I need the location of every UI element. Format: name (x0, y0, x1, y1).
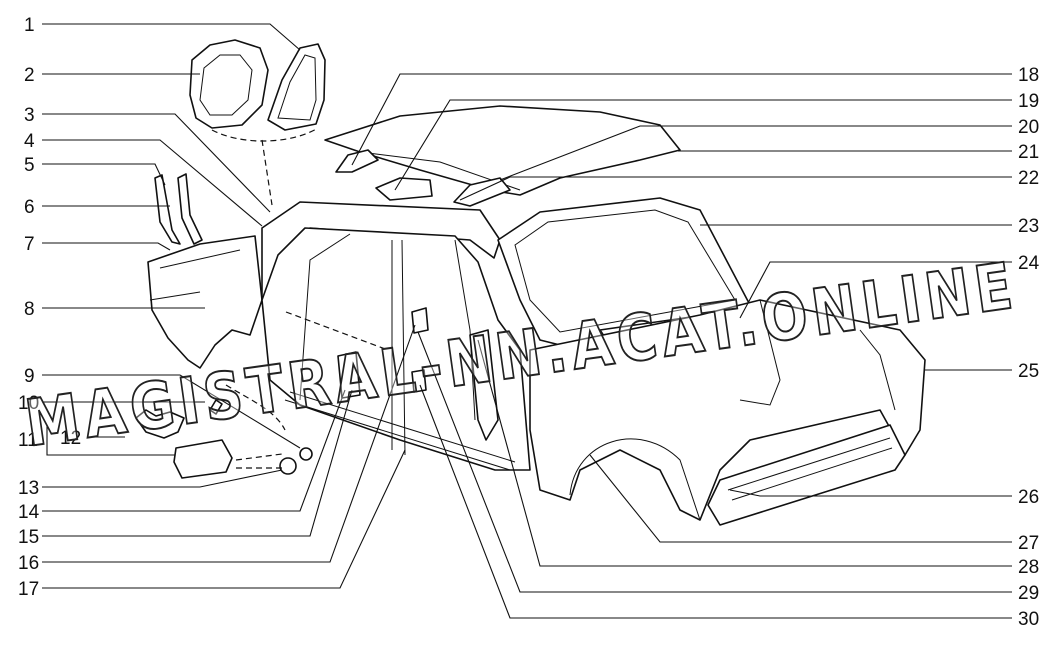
callout-23: 23 (1018, 216, 1039, 237)
callout-3: 3 (24, 105, 35, 126)
callout-11: 11 (18, 430, 38, 451)
callout-numbers-left: 1 2 3 4 5 6 7 8 9 10 11 12 13 14 15 16 1… (18, 15, 81, 600)
callout-16: 16 (18, 553, 39, 574)
callout-28: 28 (1018, 557, 1039, 578)
roof-panel (324, 105, 681, 196)
callout-24: 24 (1018, 253, 1040, 274)
bolt (299, 447, 313, 461)
callout-18: 18 (1018, 65, 1039, 86)
jack-support (173, 439, 233, 479)
callout-2: 2 (24, 65, 35, 86)
bracket (135, 409, 185, 439)
window-seal-outer (267, 43, 326, 131)
callout-6: 6 (24, 197, 35, 218)
callout-15: 15 (18, 527, 39, 548)
pillar-seal-b (177, 173, 203, 245)
roof-bow-front (335, 149, 379, 173)
callout-1: 1 (24, 15, 35, 36)
latch-plate (411, 307, 429, 334)
callout-12: 12 (60, 428, 81, 449)
callout-29: 29 (1018, 583, 1039, 604)
callout-7: 7 (24, 234, 35, 255)
callout-5: 5 (24, 155, 35, 176)
callout-4: 4 (24, 131, 35, 152)
b-pillar-reinforcement (469, 329, 499, 441)
roof-bow-middle (375, 177, 433, 201)
callout-10: 10 (18, 393, 39, 414)
front-fender-left (147, 235, 263, 369)
callout-19: 19 (1018, 91, 1039, 112)
callout-9: 9 (24, 366, 35, 387)
window-seal-inner (189, 39, 269, 129)
callout-25: 25 (1018, 361, 1039, 382)
callout-14: 14 (18, 502, 40, 523)
pillar-seal-a (154, 174, 181, 245)
callout-30: 30 (1018, 609, 1039, 630)
pin (209, 399, 223, 415)
roof-bow-rear (453, 177, 511, 207)
callout-17: 17 (18, 579, 39, 600)
callout-22: 22 (1018, 168, 1039, 189)
rear-panel (707, 424, 906, 526)
callout-8: 8 (24, 299, 35, 320)
callout-20: 20 (1018, 117, 1039, 138)
callout-numbers-right: 18 19 20 21 22 23 24 25 26 27 28 29 30 (1018, 65, 1040, 630)
car-body (147, 105, 926, 526)
washer (279, 457, 297, 475)
hinge-plate (337, 351, 361, 399)
leader-lines (42, 23, 1012, 619)
callout-27: 27 (1018, 533, 1039, 554)
callout-26: 26 (1018, 487, 1039, 508)
striker-plate (411, 369, 427, 393)
callout-13: 13 (18, 478, 39, 499)
rear-quarter (529, 299, 926, 521)
callout-21: 21 (1018, 142, 1039, 163)
loose-parts (135, 39, 389, 479)
